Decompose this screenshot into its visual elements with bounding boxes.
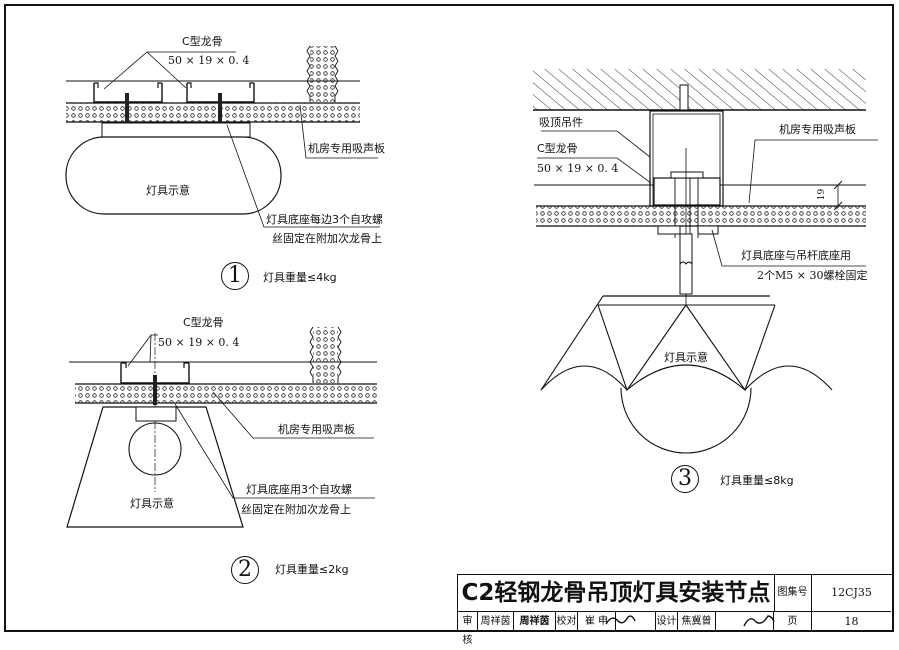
fixture-body [65,136,282,215]
checker-signature [616,612,656,630]
screw [218,93,222,124]
check-role: 校对 [556,612,578,630]
checker-name: 崔 申 [578,612,616,630]
detail-number-3: 3 [671,465,699,493]
detail-caption-2: 灯具重量≤2kg [275,563,349,576]
review-role: 审核 [458,612,478,646]
detail-number-1: 1 [221,262,249,290]
concrete-slab [533,69,866,110]
atlas-number-label: 图集号 [774,575,812,611]
fixing-note-line1: 灯具底座每边3个自攻螺 [266,213,383,226]
panel-label: 机房专用吸声板 [779,123,856,136]
detail-caption-3: 灯具重量≤8kg [720,474,794,487]
fixing-note-line2: 丝固定在附加次龙骨上 [272,232,382,245]
detail-1-drawing [65,45,380,228]
hanger-label: 吸顶吊件 [539,116,583,129]
detail-caption-1: 灯具重量≤4kg [263,271,337,284]
panel-label: 机房专用吸声板 [308,142,385,155]
c-keel [653,177,721,206]
fixture-shade [540,295,604,391]
keel-label: C型龙骨 [537,142,578,155]
reviewer-signature: 周祥茵 [514,612,556,630]
fixture-base [135,406,177,422]
design-role: 设计 [656,612,678,630]
fixture-label: 灯具示意 [664,351,708,364]
fixing-note-line2: 丝固定在附加次龙骨上 [241,503,351,516]
sheet-border [4,4,894,632]
keel-size-label: 50 × 19 × 0. 4 [168,54,250,67]
designer-name: 焦冀曾 [678,612,716,630]
acoustic-panel [66,103,360,122]
keel-label: C型龙骨 [182,35,223,48]
ceiling-hanger [313,327,338,383]
fixing-note-line1: 灯具底座用3个自攻螺 [246,483,352,496]
fixture-globe [620,387,752,454]
detail-number-2: 2 [231,556,259,584]
fixture-label: 灯具示意 [146,184,190,197]
fixture-label: 灯具示意 [130,497,174,510]
ceiling-hanger [310,46,335,102]
fixture-base [101,122,251,138]
acoustic-panel [75,384,377,403]
acoustic-panel [536,206,866,226]
detail-3-drawing [533,69,878,454]
reviewer-name: 周祥茵 [478,612,514,630]
keel-label: C型龙骨 [183,316,224,329]
fixing-note-line2: 2个M5 × 30螺栓固定 [757,269,868,282]
drawing-canvas [4,4,894,632]
keel-size-label: 50 × 19 × 0. 4 [158,336,240,349]
keel-size-label: 50 × 19 × 0. 4 [537,162,619,175]
detail-2-drawing [66,326,377,528]
designer-signature [716,612,774,630]
drawing-title: C2轻钢龙骨吊顶灯具安装节点 [458,575,775,611]
fixing-note-line1: 灯具底座与吊杆底座用 [741,249,851,262]
page-label: 页 [774,612,812,630]
signature-marks [605,615,775,627]
panel-label: 机房专用吸声板 [278,423,355,436]
page-number: 18 [844,615,859,628]
atlas-number: 12CJ35 [831,586,872,599]
dimension-label: 19 [817,188,828,201]
title-block: C2轻钢龙骨吊顶灯具安装节点 图集号 12CJ35 审核 周祥茵 周祥茵 校对 … [457,574,893,646]
screw [125,93,129,124]
